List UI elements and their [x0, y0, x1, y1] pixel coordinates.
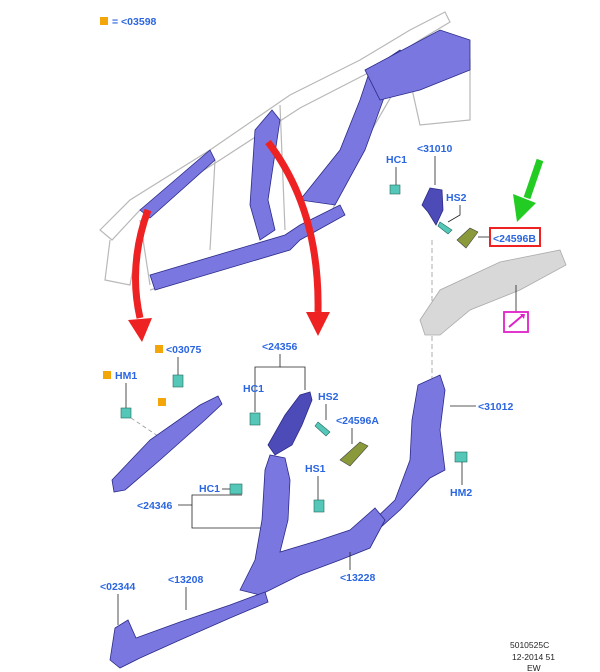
b-pillar-upper-trim	[267, 391, 313, 456]
b-pillar-upper-assembly: <24356 HC1 HS2 <24596A	[243, 341, 379, 467]
quarter-trim-on-body	[364, 29, 471, 101]
clip-hs2-top	[437, 221, 453, 235]
sill-trim-assembly: <02344 <13208	[100, 574, 269, 669]
label-24346: <24346	[137, 500, 172, 512]
label-24596a: <24596A	[336, 415, 379, 427]
b-pillar-lower-assembly: HC1 <24346 HS1 <13228	[137, 454, 386, 596]
magenta-box	[503, 311, 529, 333]
b-pillar-lower-trim	[239, 454, 386, 596]
clip-hm2	[454, 451, 468, 463]
highlight-box-24596b	[489, 227, 541, 247]
footer-line2: 12-2014 51	[512, 652, 555, 662]
red-arrows	[128, 139, 330, 342]
a-pillar-trim-on-body	[139, 149, 216, 219]
label-31010: <31010	[417, 143, 452, 155]
pad-24596a	[339, 441, 369, 467]
clip-03075	[172, 374, 184, 388]
label-hs1: HS1	[305, 463, 326, 475]
quarter-trim-assembly: <31012 HM2	[371, 374, 513, 529]
sill-trim-part	[109, 591, 269, 669]
label-13228: <13228	[340, 572, 375, 584]
legend-swatch-a-pillar	[158, 398, 166, 406]
label-02344: <02344	[100, 581, 135, 593]
label-03075: <03075	[166, 344, 201, 356]
a-pillar-trim-assembly: <03075 HM1	[103, 344, 223, 493]
c-pillar-assembly: <31010 HC1 HS2 <24596B	[386, 143, 567, 380]
clip-hs1	[313, 499, 325, 513]
gray-panel	[419, 249, 567, 336]
b-pillar-trim-on-body	[249, 109, 281, 241]
clip-hc1-top	[389, 184, 401, 195]
label-hc1-mid: HC1	[243, 383, 264, 395]
label-hc1-top: HC1	[386, 154, 407, 166]
label-24356: <24356	[262, 341, 297, 353]
label-hs2-top: HS2	[446, 192, 467, 204]
label-24596b: <24596B	[493, 233, 536, 245]
a-pillar-trim-part	[111, 395, 223, 493]
vehicle-body-frame	[99, 11, 471, 291]
footer-line3: EW	[527, 663, 541, 672]
bracket-part-31010	[421, 187, 444, 226]
label-hc1-low: HC1	[199, 483, 220, 495]
legend-swatch-hm1	[103, 371, 111, 379]
footer-line1: 5010525C	[510, 640, 549, 650]
legend-swatch-03075	[155, 345, 163, 353]
clip-hc1-low	[229, 483, 243, 495]
pencil-icon	[508, 314, 525, 328]
clip-hs2-mid	[314, 421, 331, 437]
sill-trim-on-body	[149, 204, 346, 291]
label-hm1: HM1	[115, 370, 137, 382]
legend-swatch	[100, 17, 108, 25]
label-hm2: HM2	[450, 487, 472, 499]
quarter-trim-part	[371, 374, 446, 529]
label-31012: <31012	[478, 401, 513, 413]
green-arrow	[513, 158, 544, 222]
legend: = <03598	[100, 16, 157, 28]
clip-hm1	[120, 407, 132, 419]
red-arrow-left-head	[128, 318, 152, 342]
red-arrow-right	[265, 139, 322, 313]
label-13208: <13208	[168, 574, 203, 586]
label-hs2-mid: HS2	[318, 391, 339, 403]
clip-hc1-mid	[249, 412, 261, 426]
red-arrow-right-head	[306, 312, 330, 336]
footer-code: 5010525C 12-2014 51 EW	[510, 640, 555, 672]
legend-text: = <03598	[112, 16, 157, 28]
pad-24596b	[456, 227, 479, 249]
red-arrow-left	[132, 208, 152, 319]
